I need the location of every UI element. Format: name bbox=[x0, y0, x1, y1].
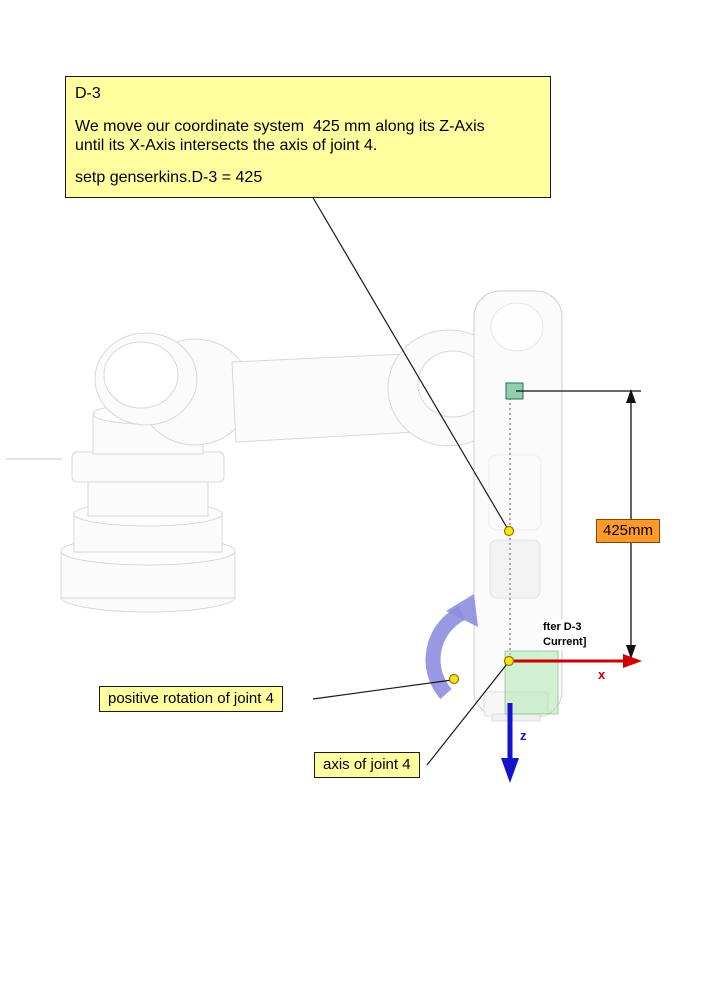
axis-leader-line bbox=[426, 663, 508, 766]
x-axis-label: x bbox=[598, 667, 606, 682]
callout-leader-line bbox=[311, 195, 510, 532]
joint-markers bbox=[448, 525, 515, 685]
frame-note: fter D-3 Current] bbox=[541, 620, 589, 650]
x-axis-arrow bbox=[514, 654, 642, 668]
callout-title: D-3 bbox=[75, 85, 101, 102]
dimension-arrow-up bbox=[626, 389, 636, 403]
z-axis-label: z bbox=[520, 728, 527, 743]
callout-command: setp genserkins.D-3 = 425 bbox=[75, 169, 263, 186]
dimension-arrow-down bbox=[626, 645, 636, 659]
joint-marker-rotation bbox=[448, 673, 460, 685]
robot-forearm-body bbox=[473, 290, 563, 722]
frame-note-line2: Current] bbox=[541, 635, 589, 650]
callout-body-line2: until its X-Axis intersects the axis of … bbox=[75, 137, 378, 154]
rotation-leader-line bbox=[312, 679, 453, 700]
axis-label: axis of joint 4 bbox=[314, 752, 420, 778]
callout-body-line1: We move our coordinate system 425 mm alo… bbox=[75, 118, 485, 135]
dimension-label: 425mm bbox=[596, 519, 661, 543]
robot-arm-illustration bbox=[60, 290, 563, 722]
rotation-label: positive rotation of joint 4 bbox=[99, 686, 283, 712]
frame-note-line1: fter D-3 bbox=[541, 620, 584, 635]
rotation-arrow bbox=[425, 594, 478, 699]
joint-marker-mid bbox=[503, 525, 515, 537]
joint-marker-origin bbox=[503, 655, 515, 667]
z-axis-arrow bbox=[501, 703, 519, 783]
callout-d3: D-3 We move our coordinate system 425 mm… bbox=[65, 76, 551, 198]
rotation-arrow-head bbox=[446, 594, 478, 627]
robot-shoulder-joint bbox=[94, 332, 252, 446]
